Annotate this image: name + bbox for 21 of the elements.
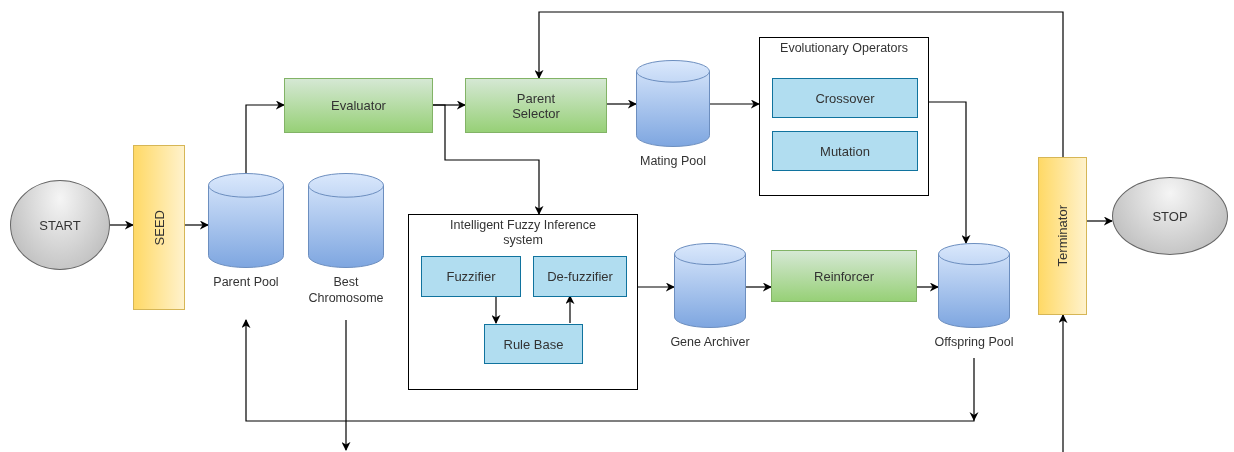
process-box: Mutation (772, 131, 918, 171)
process-box: Crossover (772, 78, 918, 118)
storage-label: Parent Pool (213, 274, 279, 290)
process-box: Parent Selector (465, 78, 607, 133)
process-box: Fuzzifier (421, 256, 521, 297)
process-bar: Terminator (1038, 157, 1087, 315)
storage-label: Gene Archiver (670, 334, 750, 350)
process-box: De-fuzzifier (533, 256, 627, 297)
group-box (759, 37, 929, 196)
group-box (408, 214, 638, 390)
process-box: Evaluator (284, 78, 433, 133)
terminal-ellipse: START (10, 180, 110, 270)
process-bar: SEED (133, 145, 185, 310)
group-title: Evolutionary Operators (779, 41, 909, 56)
terminal-ellipse: STOP (1112, 177, 1228, 255)
process-box: Rule Base (484, 324, 583, 364)
storage-label: Offspring Pool (934, 334, 1014, 350)
group-title: Intelligent Fuzzy Inference system (449, 218, 597, 248)
storage-label: Best Chromosome (307, 274, 385, 306)
storage-label: Mating Pool (640, 153, 706, 169)
process-box: Reinforcer (771, 250, 917, 302)
